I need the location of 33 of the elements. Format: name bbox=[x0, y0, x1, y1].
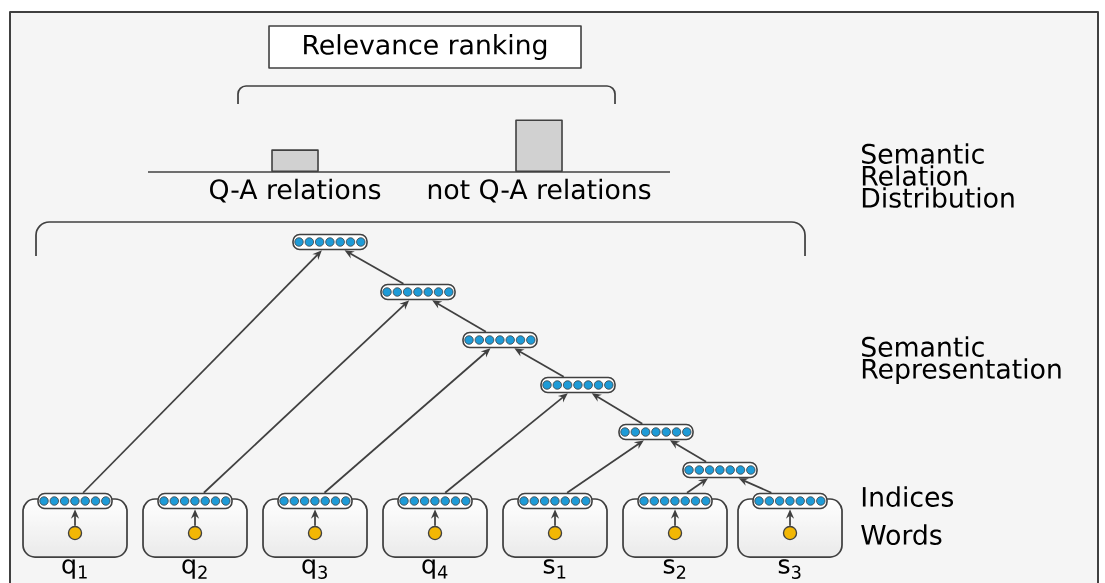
bar-label: Q-A relations bbox=[210, 178, 381, 203]
side-label: Words bbox=[861, 524, 942, 545]
vector-icon bbox=[157, 492, 233, 510]
bar bbox=[515, 119, 563, 172]
vector-icon bbox=[292, 233, 368, 251]
bar-label: not Q-A relations bbox=[428, 178, 651, 203]
vector-icon bbox=[637, 492, 713, 510]
arrow bbox=[566, 440, 644, 494]
vector-icon bbox=[37, 492, 113, 510]
vector-icon bbox=[462, 331, 538, 349]
word-label: q$_{3}$ bbox=[302, 559, 327, 579]
arrow bbox=[444, 393, 568, 494]
side-label: Indices bbox=[862, 486, 954, 507]
side-label: Semantic Representation bbox=[862, 336, 1061, 385]
side-label: Semantic Relation Distribution bbox=[862, 143, 1014, 208]
vector-icon bbox=[380, 283, 456, 301]
vector-icon bbox=[397, 492, 473, 510]
word-label: q$_{1}$ bbox=[62, 559, 87, 579]
title-box: Relevance ranking bbox=[268, 25, 582, 69]
arrow bbox=[686, 478, 708, 494]
word-label: s$_{3}$ bbox=[778, 559, 801, 579]
vector-icon bbox=[277, 492, 353, 510]
vector-icon bbox=[517, 492, 593, 510]
vector-icon bbox=[540, 376, 616, 394]
vector-icon bbox=[682, 461, 758, 479]
vector-icon bbox=[752, 492, 828, 510]
word-label: q$_{4}$ bbox=[422, 559, 448, 579]
word-label: s$_{2}$ bbox=[663, 559, 686, 579]
bar bbox=[271, 149, 319, 172]
word-label: s$_{1}$ bbox=[543, 559, 566, 579]
arrow bbox=[82, 250, 322, 494]
word-label: q$_{2}$ bbox=[182, 559, 207, 579]
vector-icon bbox=[618, 423, 694, 441]
